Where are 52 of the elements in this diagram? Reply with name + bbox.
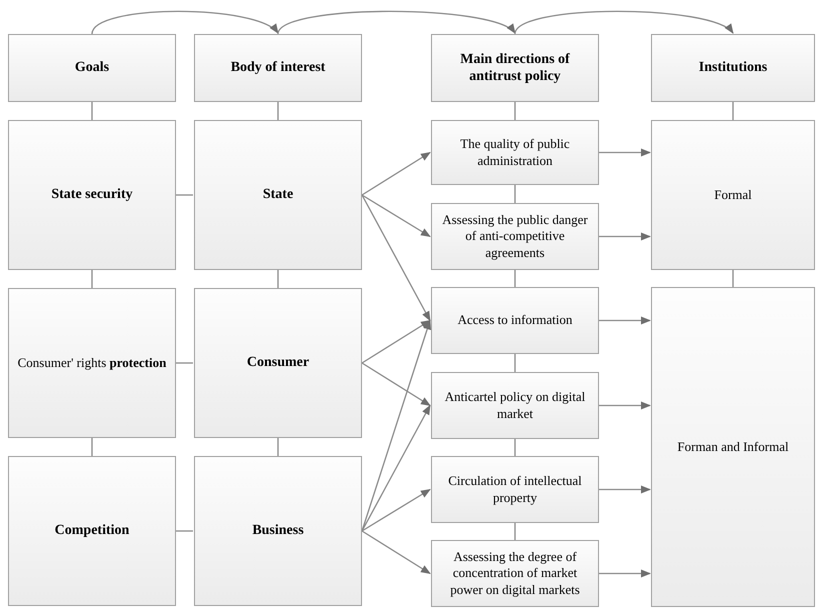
connector-line <box>732 102 734 120</box>
connector-line <box>514 270 516 287</box>
process-box: Consumer <box>194 288 362 438</box>
arrow <box>361 194 431 322</box>
connector-line <box>176 362 193 364</box>
process-box: Competition <box>8 456 176 606</box>
arrow <box>362 152 431 196</box>
process-box: State <box>194 120 362 270</box>
process-box: Business <box>194 456 362 606</box>
process-box: Main directions of antitrust policy <box>431 34 599 102</box>
connector-line <box>176 194 193 196</box>
arrow <box>362 530 431 574</box>
arrow <box>599 316 651 324</box>
connector-line <box>514 354 516 372</box>
arrow <box>362 194 431 238</box>
arrow <box>362 488 431 532</box>
arrow <box>599 232 651 240</box>
process-box: Formal <box>651 120 815 270</box>
connector-line <box>176 530 193 532</box>
process-box: Assessing the degree of concentration of market power on digital markets <box>431 540 599 607</box>
arrow <box>599 570 651 578</box>
process-box: Access to information <box>431 287 599 354</box>
process-box: Assessing the public danger of anti-competitive agreements <box>431 203 599 270</box>
connector-line <box>91 270 93 288</box>
process-box: Circulation of intellectual property <box>431 456 599 523</box>
connector-line <box>514 523 516 540</box>
process-box: Forman and Informal <box>651 287 815 607</box>
arrow <box>361 404 431 532</box>
arrow <box>599 148 651 156</box>
process-box: State security <box>8 120 176 270</box>
process-box: Institutions <box>651 34 815 102</box>
process-box: The quality of public administration <box>431 120 599 185</box>
connector-line <box>514 439 516 456</box>
connector-line <box>277 438 279 456</box>
arrow <box>599 486 651 494</box>
arrow <box>362 320 431 364</box>
arrow <box>277 10 516 34</box>
process-box: Body of interest <box>194 34 362 102</box>
arrow <box>599 402 651 410</box>
connector-line <box>514 102 516 120</box>
connector-line <box>91 438 93 456</box>
arrow <box>514 10 734 34</box>
process-box: Goals <box>8 34 176 102</box>
connector-line <box>91 102 93 120</box>
connector-line <box>514 185 516 203</box>
connector-line <box>277 102 279 120</box>
arrow <box>362 362 431 406</box>
process-box: Anticartel policy on digital market <box>431 372 599 439</box>
arrow <box>91 10 279 34</box>
connector-line <box>277 270 279 288</box>
connector-line <box>732 270 734 287</box>
process-box: Consumer' rights protection <box>8 288 176 438</box>
